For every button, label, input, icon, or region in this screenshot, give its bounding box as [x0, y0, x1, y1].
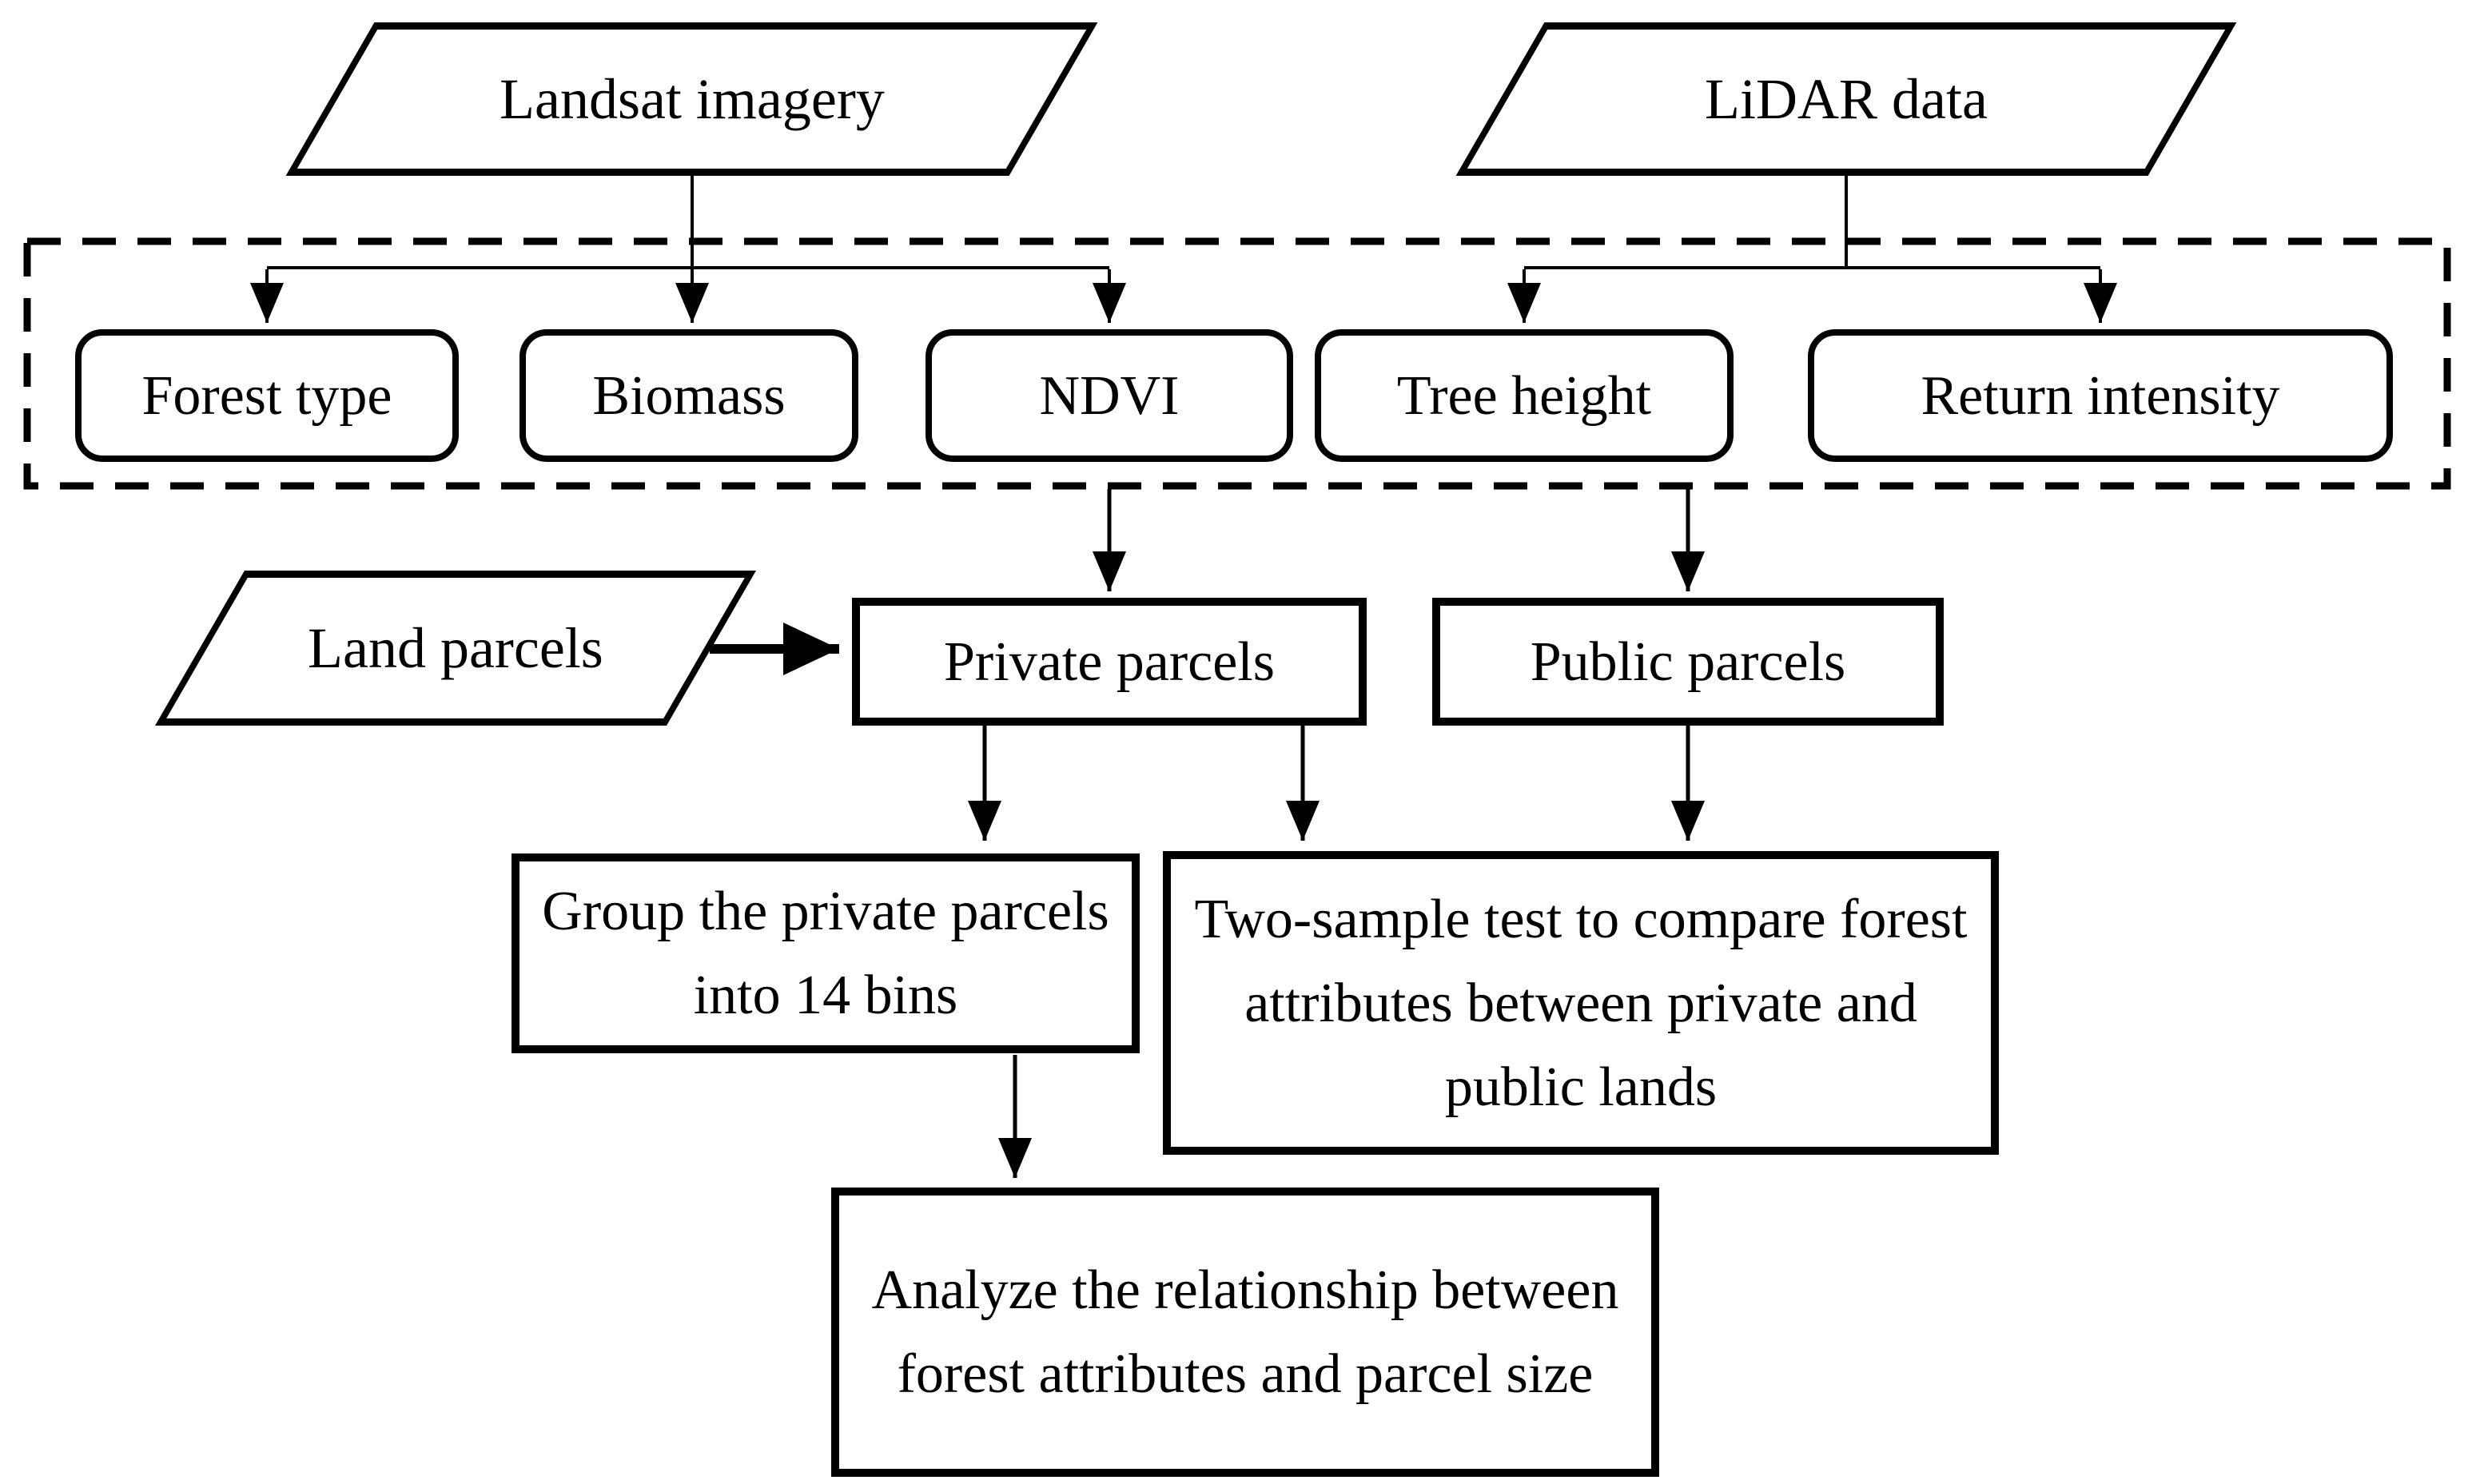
dashed-layer-boundary: [23, 237, 2451, 490]
node-land-parcels: Land parcels: [154, 571, 757, 726]
node-biomass-label: Biomass: [592, 364, 786, 427]
node-two-sample-test: Two-sample test to compare forest attrib…: [1163, 851, 1999, 1155]
node-group-bins-label: Group the private parcels into 14 bins: [542, 881, 1109, 1026]
node-landsat-imagery: Landsat imagery: [285, 22, 1098, 176]
node-lidar-data-label: LiDAR data: [1705, 67, 1988, 131]
node-analyze-relationship: Analyze the relationship between forest …: [831, 1188, 1659, 1477]
node-analyze-relationship-label: Analyze the relationship between forest …: [871, 1259, 1619, 1405]
node-private-parcels: Private parcels: [852, 598, 1367, 726]
node-two-sample-test-label: Two-sample test to compare forest attrib…: [1194, 888, 1968, 1118]
node-land-parcels-label: Land parcels: [308, 616, 603, 680]
node-ndvi-label: NDVI: [1039, 364, 1180, 427]
node-public-parcels: Public parcels: [1432, 598, 1944, 726]
node-forest-type: Forest type: [75, 329, 459, 462]
node-return-intensity: Return intensity: [1808, 329, 2393, 462]
node-lidar-data: LiDAR data: [1455, 22, 2237, 176]
node-forest-type-label: Forest type: [141, 364, 392, 427]
node-group-bins: Group the private parcels into 14 bins: [512, 853, 1140, 1053]
node-return-intensity-label: Return intensity: [1921, 364, 2280, 427]
node-ndvi: NDVI: [926, 329, 1293, 462]
node-biomass: Biomass: [519, 329, 858, 462]
node-tree-height: Tree height: [1315, 329, 1734, 462]
node-landsat-imagery-label: Landsat imagery: [499, 67, 885, 131]
node-public-parcels-label: Public parcels: [1530, 631, 1846, 693]
node-private-parcels-label: Private parcels: [944, 631, 1275, 693]
node-tree-height-label: Tree height: [1396, 364, 1652, 427]
